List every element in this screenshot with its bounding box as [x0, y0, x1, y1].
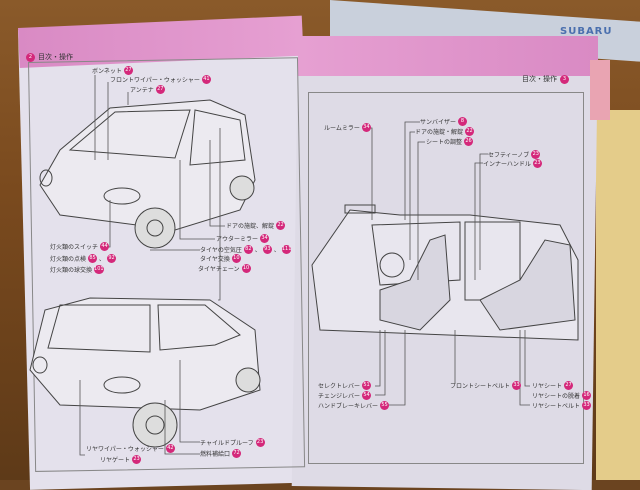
page-number: 2 — [26, 52, 35, 62]
rear-car-illustration — [29, 297, 261, 448]
header-title: 目次・操作 — [38, 53, 73, 61]
front-car-illustration — [39, 99, 256, 249]
car-illustrations — [29, 75, 579, 456]
right-frame — [308, 92, 584, 464]
book-edge — [596, 110, 640, 480]
leader-lines — [79, 75, 530, 456]
left-header: 2 目次・操作 — [26, 52, 73, 62]
subaru-logo: SUBARU — [560, 26, 613, 37]
right-header: 目次・操作 3 — [522, 74, 569, 84]
header-title: 目次・操作 — [522, 75, 557, 83]
interior-illustration — [311, 204, 579, 341]
page-number: 3 — [560, 74, 569, 84]
page-tab — [590, 60, 610, 120]
right-header-band — [298, 36, 598, 76]
